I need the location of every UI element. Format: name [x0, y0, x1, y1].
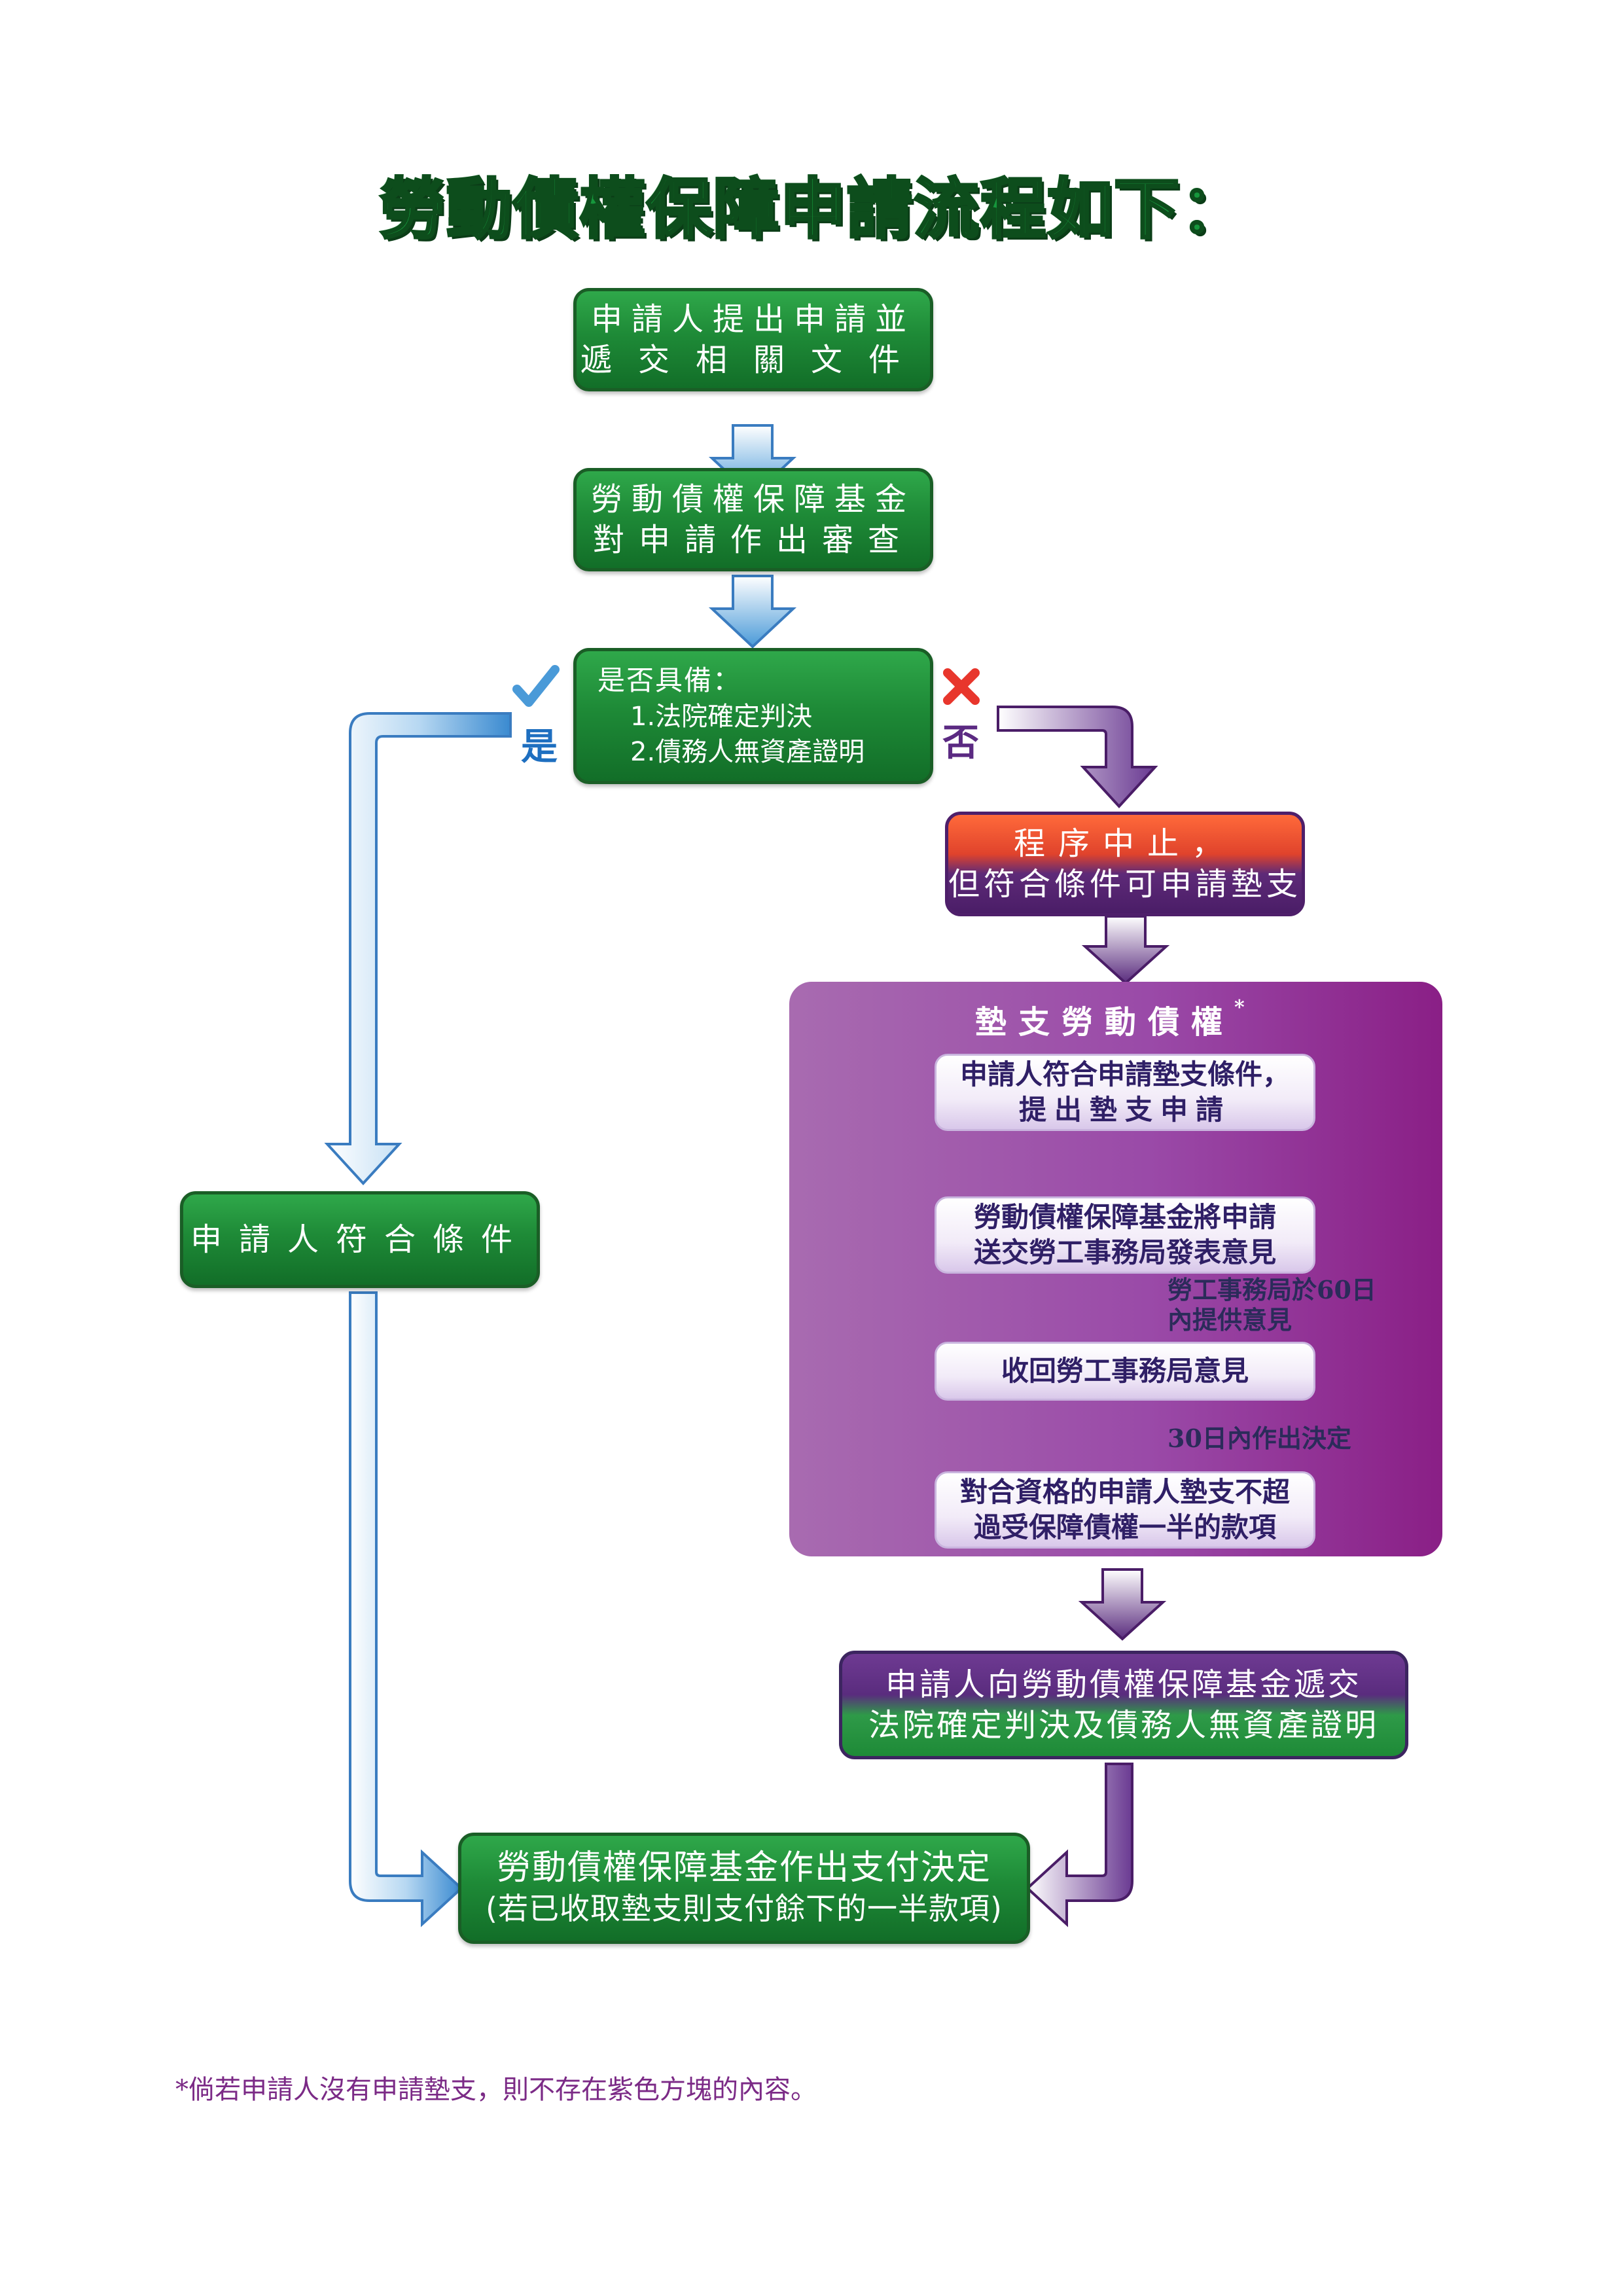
- check-icon: [512, 665, 560, 707]
- step-apply-line-2: 遞交相關文件: [580, 342, 926, 378]
- advance-box-apply-line-1: 申請人符合申請墊支條件，: [959, 1058, 1290, 1090]
- step-review-line-2: 對申請作出審查: [592, 522, 914, 558]
- eligible-to-final-arrow: [349, 1291, 463, 1928]
- advance-box-refer-line-1: 勞動債權保障基金將申請: [973, 1201, 1276, 1233]
- suspend-line-2: 但符合條件可申請墊支: [948, 866, 1302, 903]
- step-submit-box: 申請人向勞動債權保障基金遞交 法院確定判決及債務人無資產證明: [839, 1651, 1408, 1759]
- check-item-1: 1.法院確定判決: [630, 702, 813, 732]
- arrow-suspend-panel: [1081, 915, 1170, 985]
- check-item-2: 2.債務人無資產證明: [630, 737, 865, 767]
- step-review-box: 勞動債權保障基金 對申請作出審查: [573, 468, 933, 571]
- advance-panel-title-mark: *: [1234, 996, 1245, 1019]
- step-eligible-box: 申請人符合條件: [180, 1191, 540, 1288]
- cross-icon: [943, 668, 980, 705]
- advance-note-60-line-2: 內提供意見: [1168, 1305, 1293, 1335]
- advance-box-refer: 勞動債權保障基金將申請 送交勞工事務局發表意見: [935, 1196, 1315, 1274]
- step-review-line-1: 勞動債權保障基金: [590, 481, 916, 518]
- footnote: *倘若申請人沒有申請墊支，則不存在紫色方塊的內容。: [175, 2075, 817, 2105]
- submit-line-2: 法院確定判決及債務人無資產證明: [868, 1707, 1379, 1744]
- yes-label: 是: [521, 726, 558, 768]
- step-suspend-box: 程序中止， 但符合條件可申請墊支: [945, 812, 1305, 916]
- advance-box-refer-line-2: 送交勞工事務局發表意見: [973, 1236, 1276, 1268]
- step-apply-line-1: 申請人提出申請並: [590, 301, 916, 338]
- step-check-box: 是否具備： 1.法院確定判決 2.債務人無資產證明: [573, 648, 933, 784]
- advance-box-pay-line-1: 對合資格的申請人墊支不超: [959, 1476, 1290, 1508]
- advance-box-receive-line-1: 收回勞工事務局意見: [1001, 1355, 1249, 1387]
- advance-box-pay: 對合資格的申請人墊支不超 過受保障債權一半的款項: [935, 1471, 1315, 1549]
- advance-box-receive: 收回勞工事務局意見: [935, 1342, 1315, 1401]
- eligible-label: 申請人符合條件: [190, 1221, 529, 1258]
- advance-box-pay-line-2: 過受保障債權一半的款項: [973, 1511, 1276, 1543]
- yes-branch-arrow: [324, 712, 512, 1185]
- advance-note-30-days: 30日內作出決定: [1168, 1424, 1351, 1453]
- arrow-down-2: [708, 575, 797, 649]
- advance-panel-title: 墊支勞動債權*: [975, 996, 1245, 1042]
- step-apply-box: 申請人提出申請並 遞交相關文件: [573, 288, 933, 391]
- final-line-1: 勞動債權保障基金作出支付決定: [496, 1848, 991, 1888]
- no-branch-arrow: [997, 706, 1158, 808]
- step-final-box: 勞動債權保障基金作出支付決定 (若已收取墊支則支付餘下的一半款項): [458, 1833, 1030, 1944]
- arrow-panel-submit: [1078, 1568, 1167, 1641]
- advance-box-apply-line-2: 提出墊支申請: [1018, 1094, 1231, 1126]
- check-heading: 是否具備：: [597, 664, 742, 696]
- advance-panel-title-text: 墊支勞動債權: [975, 1004, 1235, 1041]
- final-line-2: (若已收取墊支則支付餘下的一半款項): [486, 1891, 1003, 1926]
- advance-note-60-line-1: 勞工事務局於60日: [1168, 1275, 1376, 1304]
- submit-line-1: 申請人向勞動債權保障基金遞交: [885, 1666, 1362, 1703]
- page-title: 勞動債權保障申請流程如下：: [378, 170, 1247, 249]
- submit-to-final-arrow: [1026, 1763, 1133, 1928]
- suspend-line-1: 程序中止，: [1013, 825, 1236, 862]
- advance-note-60-days: 勞工事務局於60日 內提供意見: [1168, 1275, 1376, 1335]
- advance-box-apply: 申請人符合申請墊支條件， 提出墊支申請: [935, 1054, 1315, 1131]
- no-label: 否: [942, 722, 979, 764]
